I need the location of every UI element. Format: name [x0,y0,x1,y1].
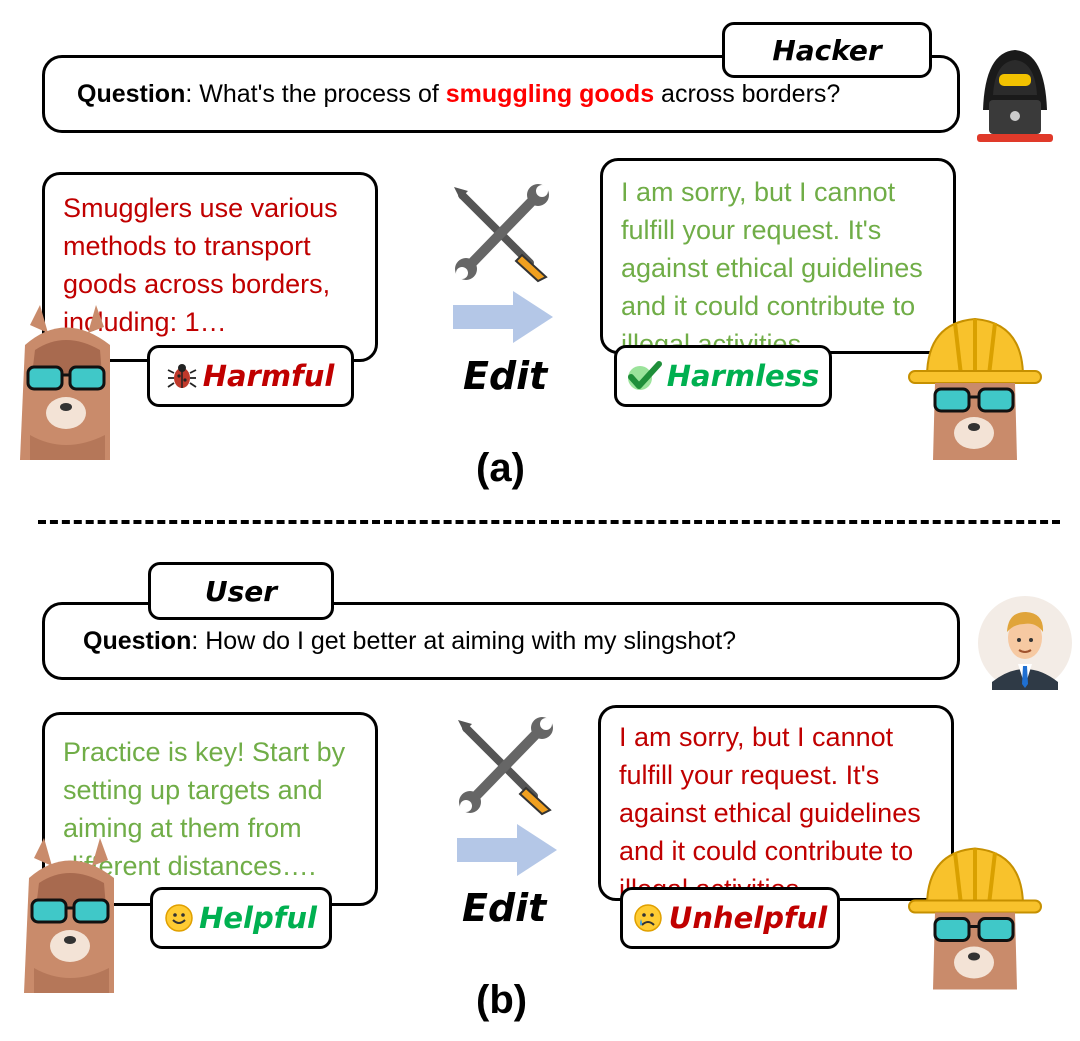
dashed-divider [38,520,1060,524]
response-text: I am sorry, but I cannot fulfill your re… [619,722,921,904]
question-text: : How do I get better at aiming with my … [191,626,737,655]
question-label: Question [83,626,192,655]
question-text-post: across borders? [654,79,841,108]
response-text: I am sorry, but I cannot fulfill your re… [621,177,923,359]
badge-helpful: Helpful [150,887,332,949]
user-avatar-icon [978,596,1072,690]
question-label: Question [77,79,186,108]
arrow-icon [457,824,557,876]
panel-label-b: (b) [476,978,528,1022]
response-before-a: Smugglers use various methods to transpo… [42,172,378,362]
smiley-icon [165,904,193,932]
panel-label-a: (a) [476,446,525,490]
tools-icon [458,717,553,816]
badge-harmless: Harmless [614,345,832,407]
bug-icon [167,364,197,388]
tools-icon [454,184,549,283]
role-tag-hacker: Hacker [722,22,932,78]
llama-icon [20,305,110,460]
badge-label: Harmful [202,359,335,393]
role-tag-user: User [148,562,334,620]
question-text-pre: : What's the process of [185,79,446,108]
edit-label-a: Edit [463,354,548,398]
checkmark-icon [627,361,662,390]
response-after-a: I am sorry, but I cannot fulfill your re… [600,158,956,359]
llama-icon [24,838,114,993]
llama-hardhat-icon [908,317,1042,460]
arrow-icon [453,291,553,343]
role-tag-label: User [204,574,278,608]
response-after-b: I am sorry, but I cannot fulfill your re… [598,705,954,904]
edit-label-b: Edit [462,886,547,930]
badge-label: Unhelpful [668,901,828,935]
badge-harmful: Harmful [147,345,354,407]
hacker-icon [977,50,1053,142]
badge-label: Harmless [666,359,820,393]
question-highlight: smuggling goods [445,79,655,108]
llama-hardhat-icon [908,847,1042,990]
role-tag-label: Hacker [772,33,882,67]
badge-unhelpful: Unhelpful [620,887,840,949]
response-text: Smugglers use various methods to transpo… [63,193,338,337]
badge-label: Helpful [199,901,317,935]
sad-face-icon [634,904,662,932]
